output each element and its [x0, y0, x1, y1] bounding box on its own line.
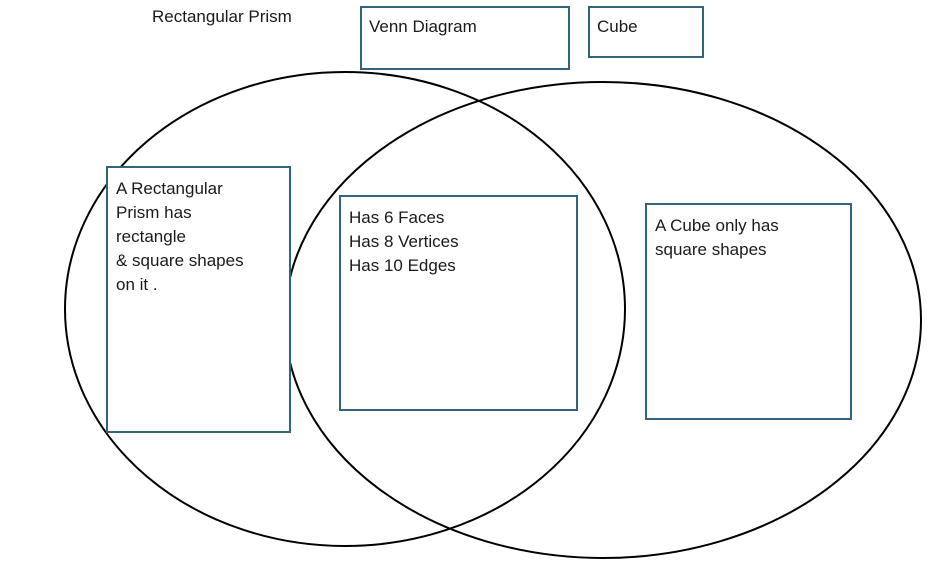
shared-properties-box[interactable]: Has 6 Faces Has 8 Vertices Has 10 Edges — [339, 195, 578, 411]
left-set-ellipse — [64, 71, 626, 547]
venn-diagram-title-box[interactable]: Venn Diagram — [360, 6, 570, 70]
cube-title-box[interactable]: Cube — [588, 6, 704, 58]
cube-only-text: A Cube only has square shapes — [655, 216, 779, 259]
shared-properties-text: Has 6 Faces Has 8 Vertices Has 10 Edges — [349, 208, 459, 275]
rectangular-prism-only-box[interactable]: A Rectangular Prism has rectangle & squa… — [106, 166, 291, 433]
cube-title-text: Cube — [597, 17, 638, 36]
rectangular-prism-only-text: A Rectangular Prism has rectangle & squa… — [116, 179, 244, 294]
cube-only-box[interactable]: A Cube only has square shapes — [645, 203, 852, 420]
rectangular-prism-heading: Rectangular Prism — [152, 7, 292, 26]
venn-diagram-title-text: Venn Diagram — [369, 17, 477, 36]
